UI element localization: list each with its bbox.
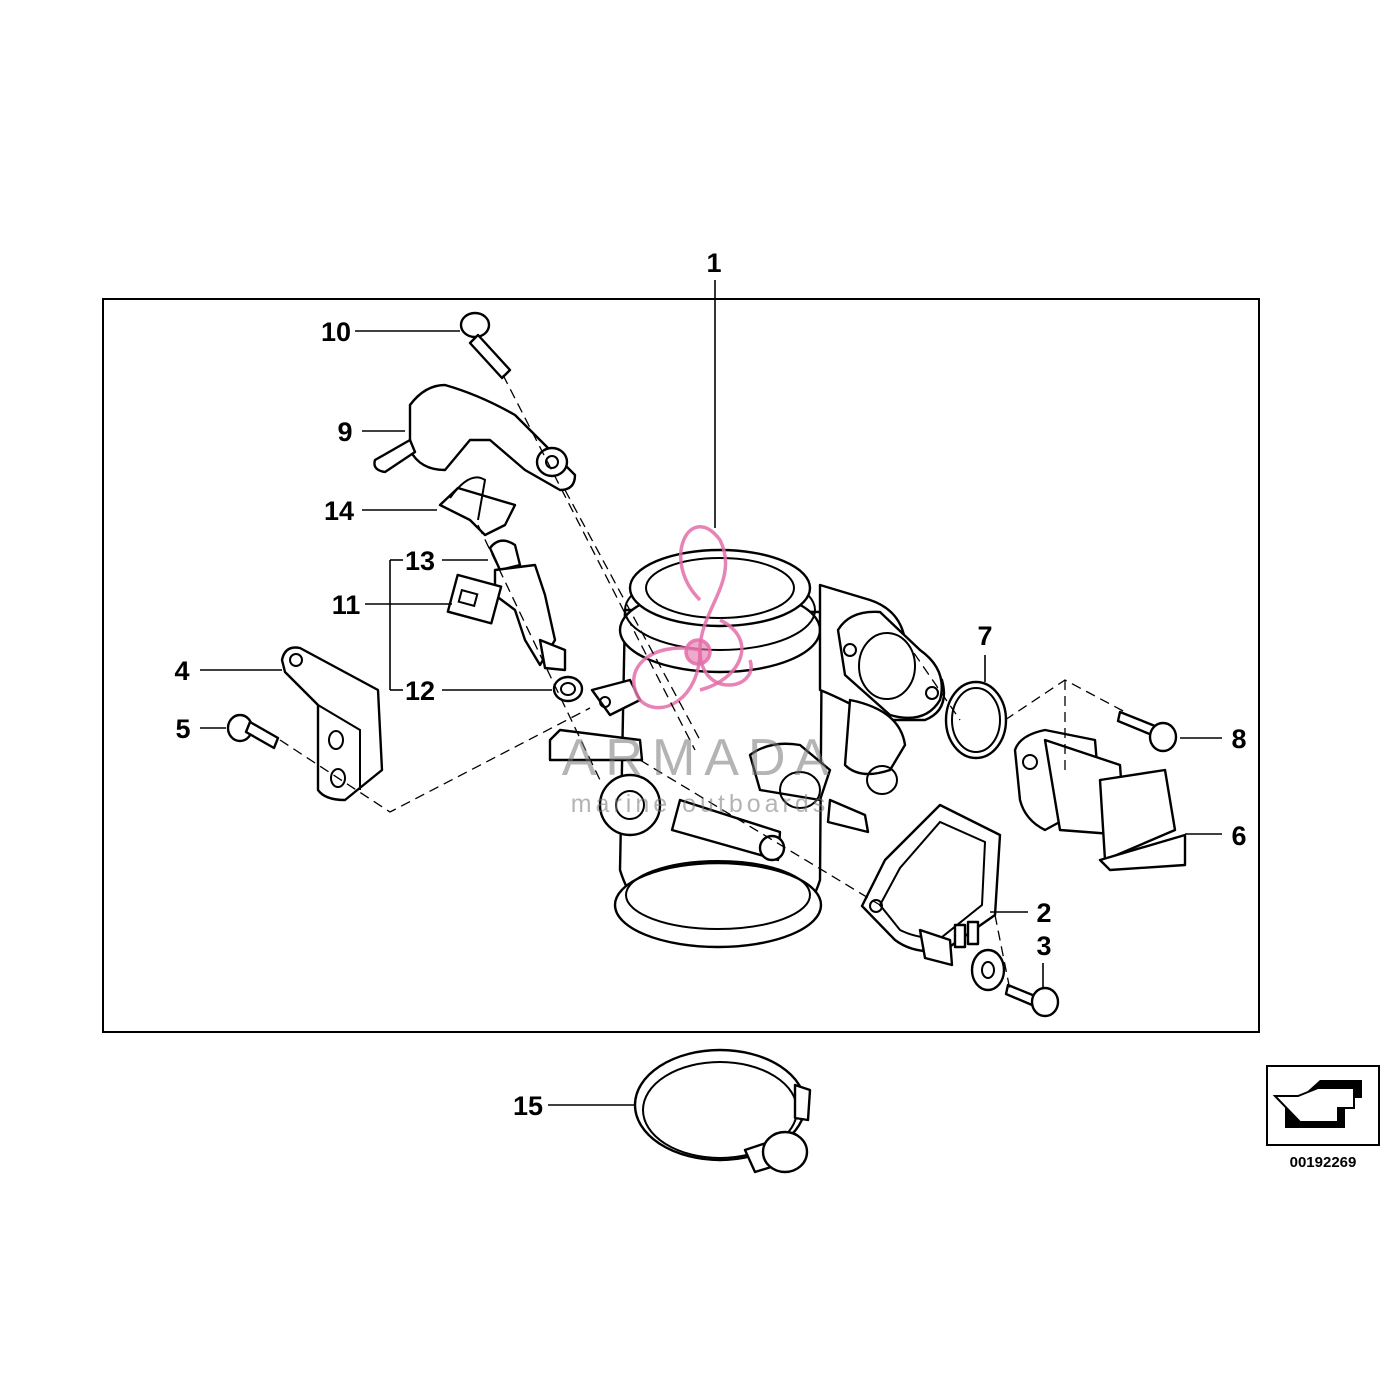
callout-1: 1 bbox=[706, 248, 721, 278]
injector-seal-part bbox=[552, 675, 584, 703]
callout-7: 7 bbox=[977, 621, 992, 651]
callout-12: 12 bbox=[405, 676, 435, 706]
actuator-screw-part bbox=[1116, 710, 1178, 753]
holder-bolt-part bbox=[459, 311, 512, 380]
watermark-logo-icon bbox=[632, 525, 753, 710]
bracket-bolt-part bbox=[226, 713, 280, 750]
throttle-body-part bbox=[548, 548, 946, 949]
idle-actuator-part bbox=[1013, 728, 1187, 872]
o-ring-part bbox=[944, 680, 1008, 760]
callout-3: 3 bbox=[1036, 931, 1051, 961]
callout-11: 11 bbox=[332, 590, 361, 620]
fuel-injector-part bbox=[446, 539, 567, 672]
callout-9: 9 bbox=[337, 417, 352, 447]
leader-lines bbox=[200, 280, 1222, 1106]
bracket-part bbox=[280, 646, 384, 802]
assembly-frame bbox=[102, 298, 1260, 1033]
callout-2: 2 bbox=[1036, 898, 1051, 928]
callout-6: 6 bbox=[1231, 821, 1246, 851]
callout-8: 8 bbox=[1231, 724, 1246, 754]
sensor-part bbox=[860, 803, 1002, 967]
hose-clamp-part bbox=[633, 1048, 812, 1174]
callout-10: 10 bbox=[321, 317, 351, 347]
callout-4: 4 bbox=[174, 656, 189, 686]
callout-15: 15 bbox=[513, 1091, 543, 1121]
reference-arrow-icon bbox=[1266, 1065, 1380, 1146]
callout-14: 14 bbox=[324, 496, 354, 526]
reference-code: 00192269 bbox=[1290, 1154, 1357, 1171]
washer-screw-part bbox=[970, 948, 1060, 1018]
assembly-dashed-lines bbox=[279, 374, 1126, 991]
callout-13: 13 bbox=[405, 546, 435, 576]
watermark-tagline: marine outboards bbox=[571, 790, 830, 818]
callout-5: 5 bbox=[175, 714, 190, 744]
clip-part bbox=[438, 476, 517, 537]
injector-holder-part bbox=[373, 383, 577, 492]
watermark-brand: ARMADA bbox=[562, 729, 838, 787]
